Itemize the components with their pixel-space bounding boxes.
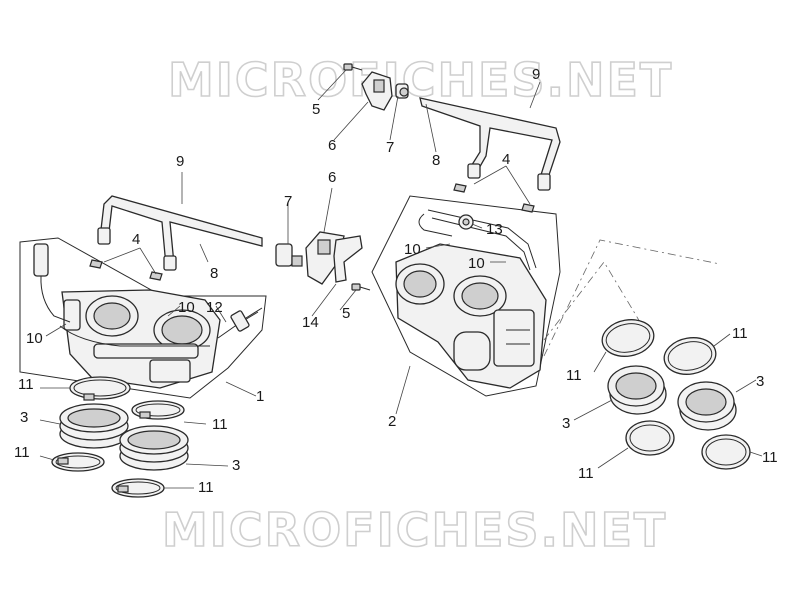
- right-assembly-outline: [371, 195, 561, 397]
- label-clamp-l1: 11: [18, 376, 34, 393]
- left-connector: [33, 243, 71, 323]
- label-right-pipe: 9: [532, 66, 540, 83]
- label-clamp-l3: 11: [212, 416, 228, 433]
- label-bracket: 14: [302, 314, 319, 331]
- label-top-bolt: 5: [312, 101, 320, 118]
- right-clamp-2: [663, 337, 717, 375]
- label-right-cap: 13: [486, 221, 503, 238]
- left-boot-1: [59, 403, 129, 449]
- mid-valve: [275, 243, 303, 267]
- right-throttle-body: [395, 243, 547, 389]
- left-throttle-body: [59, 289, 221, 389]
- label-clamp-l4: 11: [198, 479, 214, 496]
- right-boot-1: [607, 365, 667, 415]
- top-valve: [395, 83, 409, 99]
- right-screws: [453, 183, 535, 213]
- label-mid-bolt: 5: [342, 305, 350, 322]
- dashed-guide: [543, 239, 721, 357]
- label-right-part-b: 10: [468, 255, 485, 272]
- label-top-valve: 7: [386, 139, 394, 156]
- label-left-boot-b: 3: [232, 457, 240, 474]
- mid-bolt: [351, 283, 371, 291]
- left-clamp-2: [51, 452, 105, 472]
- label-mid-sensor: 6: [328, 169, 336, 186]
- left-pipe: [97, 195, 263, 271]
- label-right-boot-a: 3: [562, 415, 570, 432]
- label-clamp-r4: 11: [762, 449, 778, 466]
- left-fitting: [217, 307, 263, 339]
- right-cap: [458, 214, 474, 230]
- right-pipe: [419, 97, 561, 191]
- right-clamp-4: [701, 434, 751, 470]
- label-left-part-a: 10: [26, 330, 43, 347]
- label-left-assembly: 1: [256, 388, 264, 405]
- label-left-hose: 8: [210, 265, 218, 282]
- label-clamp-l2: 11: [14, 444, 30, 461]
- leader-lines: [39, 69, 763, 489]
- label-clamp-r1: 11: [566, 367, 582, 384]
- left-clamp-4: [111, 478, 165, 498]
- label-left-boot-a: 3: [20, 409, 28, 426]
- left-clamp-1: [69, 376, 131, 401]
- bracket: [333, 235, 363, 283]
- label-left-screw: 4: [132, 231, 140, 248]
- left-clamp-3: [131, 400, 185, 420]
- label-right-hose: 8: [432, 152, 440, 169]
- right-boot-2: [677, 381, 737, 431]
- left-screws: [89, 259, 163, 281]
- right-clamp-3: [625, 420, 675, 456]
- label-top-sensor: 6: [328, 137, 336, 154]
- label-mid-valve: 7: [284, 193, 292, 210]
- label-left-pipe: 9: [176, 153, 184, 170]
- watermark-bottom: MICROFICHES.NET: [162, 503, 667, 557]
- top-bolt: [343, 63, 363, 71]
- label-right-part-a: 10: [404, 241, 421, 258]
- label-clamp-r3: 11: [578, 465, 594, 482]
- label-right-boot-b: 3: [756, 373, 764, 390]
- right-clamp-1: [601, 319, 655, 357]
- left-boot-2: [119, 425, 189, 471]
- label-left-part-b: 10: [178, 299, 195, 316]
- label-left-fitting: 12: [206, 299, 223, 316]
- label-clamp-r2: 11: [732, 325, 748, 342]
- top-sensor: [361, 71, 393, 111]
- label-right-screw: 4: [502, 151, 510, 168]
- label-right-assembly: 2: [388, 413, 396, 430]
